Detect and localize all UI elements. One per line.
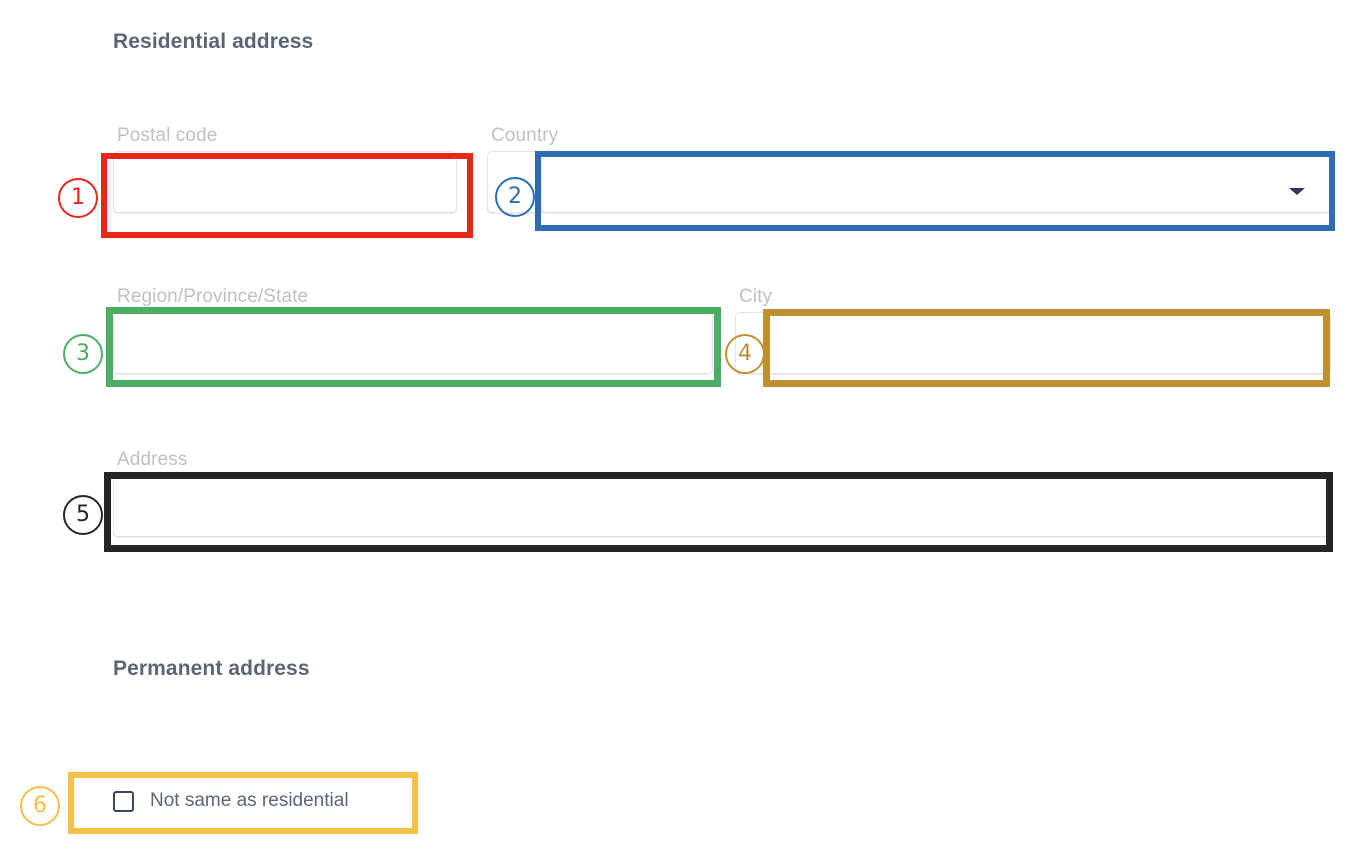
annotation-marker-1: 1: [58, 178, 98, 218]
address-label: Address: [117, 449, 188, 470]
region-input[interactable]: [113, 312, 713, 374]
annotation-marker-3: 3: [63, 334, 103, 374]
annotation-marker-5: 5: [63, 495, 103, 535]
country-label: Country: [491, 125, 559, 146]
chevron-down-icon[interactable]: [1289, 188, 1305, 195]
city-label: City: [739, 286, 773, 307]
not-same-checkbox-label: Not same as residential: [150, 790, 349, 811]
permanent-address-heading: Permanent address: [113, 657, 310, 680]
residential-address-heading: Residential address: [113, 30, 314, 53]
checkbox-indicator[interactable]: [113, 790, 134, 812]
annotation-marker-6: 6: [20, 786, 60, 826]
not-same-checkbox[interactable]: Not same as residential: [113, 790, 349, 812]
address-input[interactable]: [113, 475, 1331, 537]
city-input[interactable]: [735, 312, 1331, 374]
postal-code-label: Postal code: [117, 125, 218, 146]
country-select-stub[interactable]: [487, 151, 547, 213]
region-label: Region/Province/State: [117, 286, 309, 307]
postal-code-input[interactable]: [113, 151, 457, 213]
country-select[interactable]: [541, 151, 1331, 213]
